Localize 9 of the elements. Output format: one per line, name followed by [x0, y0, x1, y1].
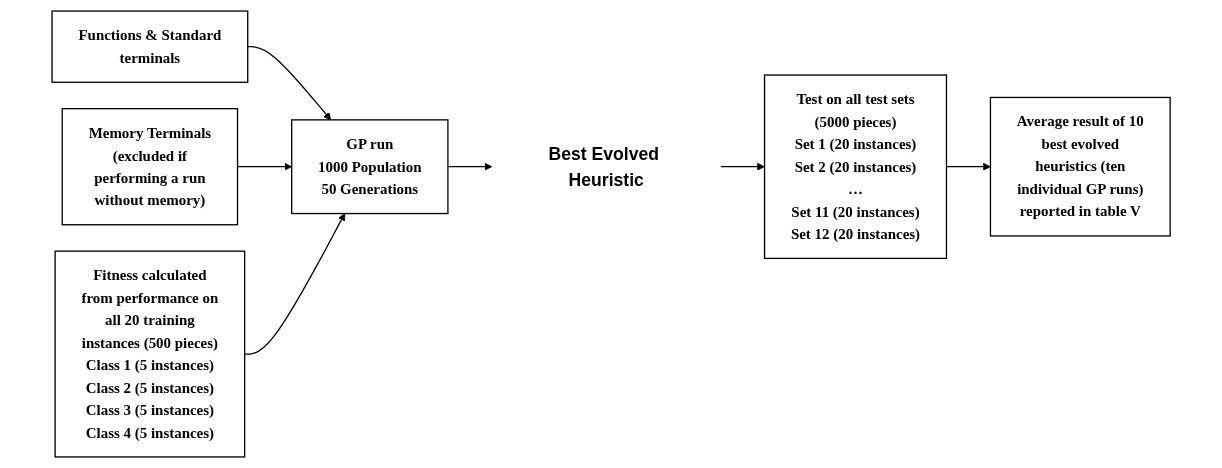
node-box: GP run 1000 Population 50 Generations — [290, 119, 449, 215]
node-box: Functions & Standard terminals — [51, 10, 249, 83]
node-box: Memory Terminals (excluded if performing a run without memory) — [61, 108, 239, 226]
arrow — [719, 162, 765, 171]
node-box: Fitness calculated from performance on all 20 training instances (500 pieces) Class 1 (5 instances) Class 2 (5 instances) Class 3 (5 instances) Class 4 (5 instances) — [54, 250, 246, 458]
node-box: Average result of 10 best evolved heuristics (ten individual GP runs) reported in table V — [989, 96, 1171, 237]
node-text: Best Evolved Heuristic — [548, 143, 659, 190]
arrow — [447, 162, 493, 171]
node-box: Test on all test sets (5000 pieces) Set 1 (20 instances) Set 2 (20 instances) … Set 11 (20 instances) Set 12 (20 instances) — [763, 74, 948, 260]
